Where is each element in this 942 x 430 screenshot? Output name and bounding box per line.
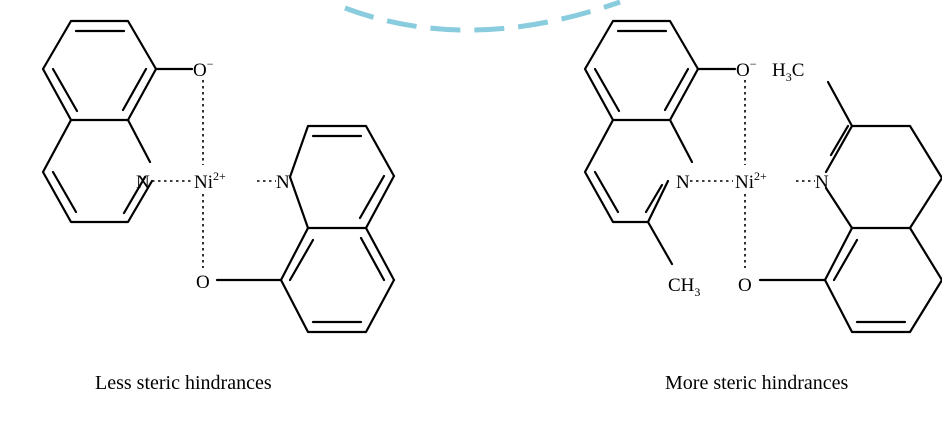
left-quinoline-ligand-a <box>41 19 194 224</box>
right-methyl-top-label: H3C <box>772 60 804 84</box>
right-ni-label: Ni2+ <box>735 169 767 193</box>
left-n-right-label: N <box>276 172 290 193</box>
left-caption: Less steric hindrances <box>95 372 272 394</box>
right-o-top-label: O− <box>736 57 757 81</box>
right-n-left-label: N <box>676 172 690 193</box>
right-coordination-bonds <box>690 80 815 268</box>
right-methyl-bottom-label: CH3 <box>668 275 700 299</box>
left-quinoline-ligand-b <box>215 124 396 334</box>
decorative-arc <box>344 0 621 33</box>
right-complex: O− H3C N Ni2+ N CH3 O <box>583 19 942 334</box>
left-complex: O− N Ni2+ N O <box>41 19 396 334</box>
left-ni-label: Ni2+ <box>194 169 226 193</box>
left-n-left-label: N <box>136 172 150 193</box>
right-n-right-label: N <box>815 172 829 193</box>
right-quinoline-ligand-a <box>583 19 737 266</box>
right-caption: More steric hindrances <box>665 372 848 394</box>
left-coordination-bonds <box>152 80 276 268</box>
right-o-bottom-label: O <box>738 275 752 296</box>
left-o-bottom-label: O <box>196 272 210 293</box>
right-quinoline-ligand-b <box>758 80 942 334</box>
left-o-top-label: O− <box>193 57 214 81</box>
